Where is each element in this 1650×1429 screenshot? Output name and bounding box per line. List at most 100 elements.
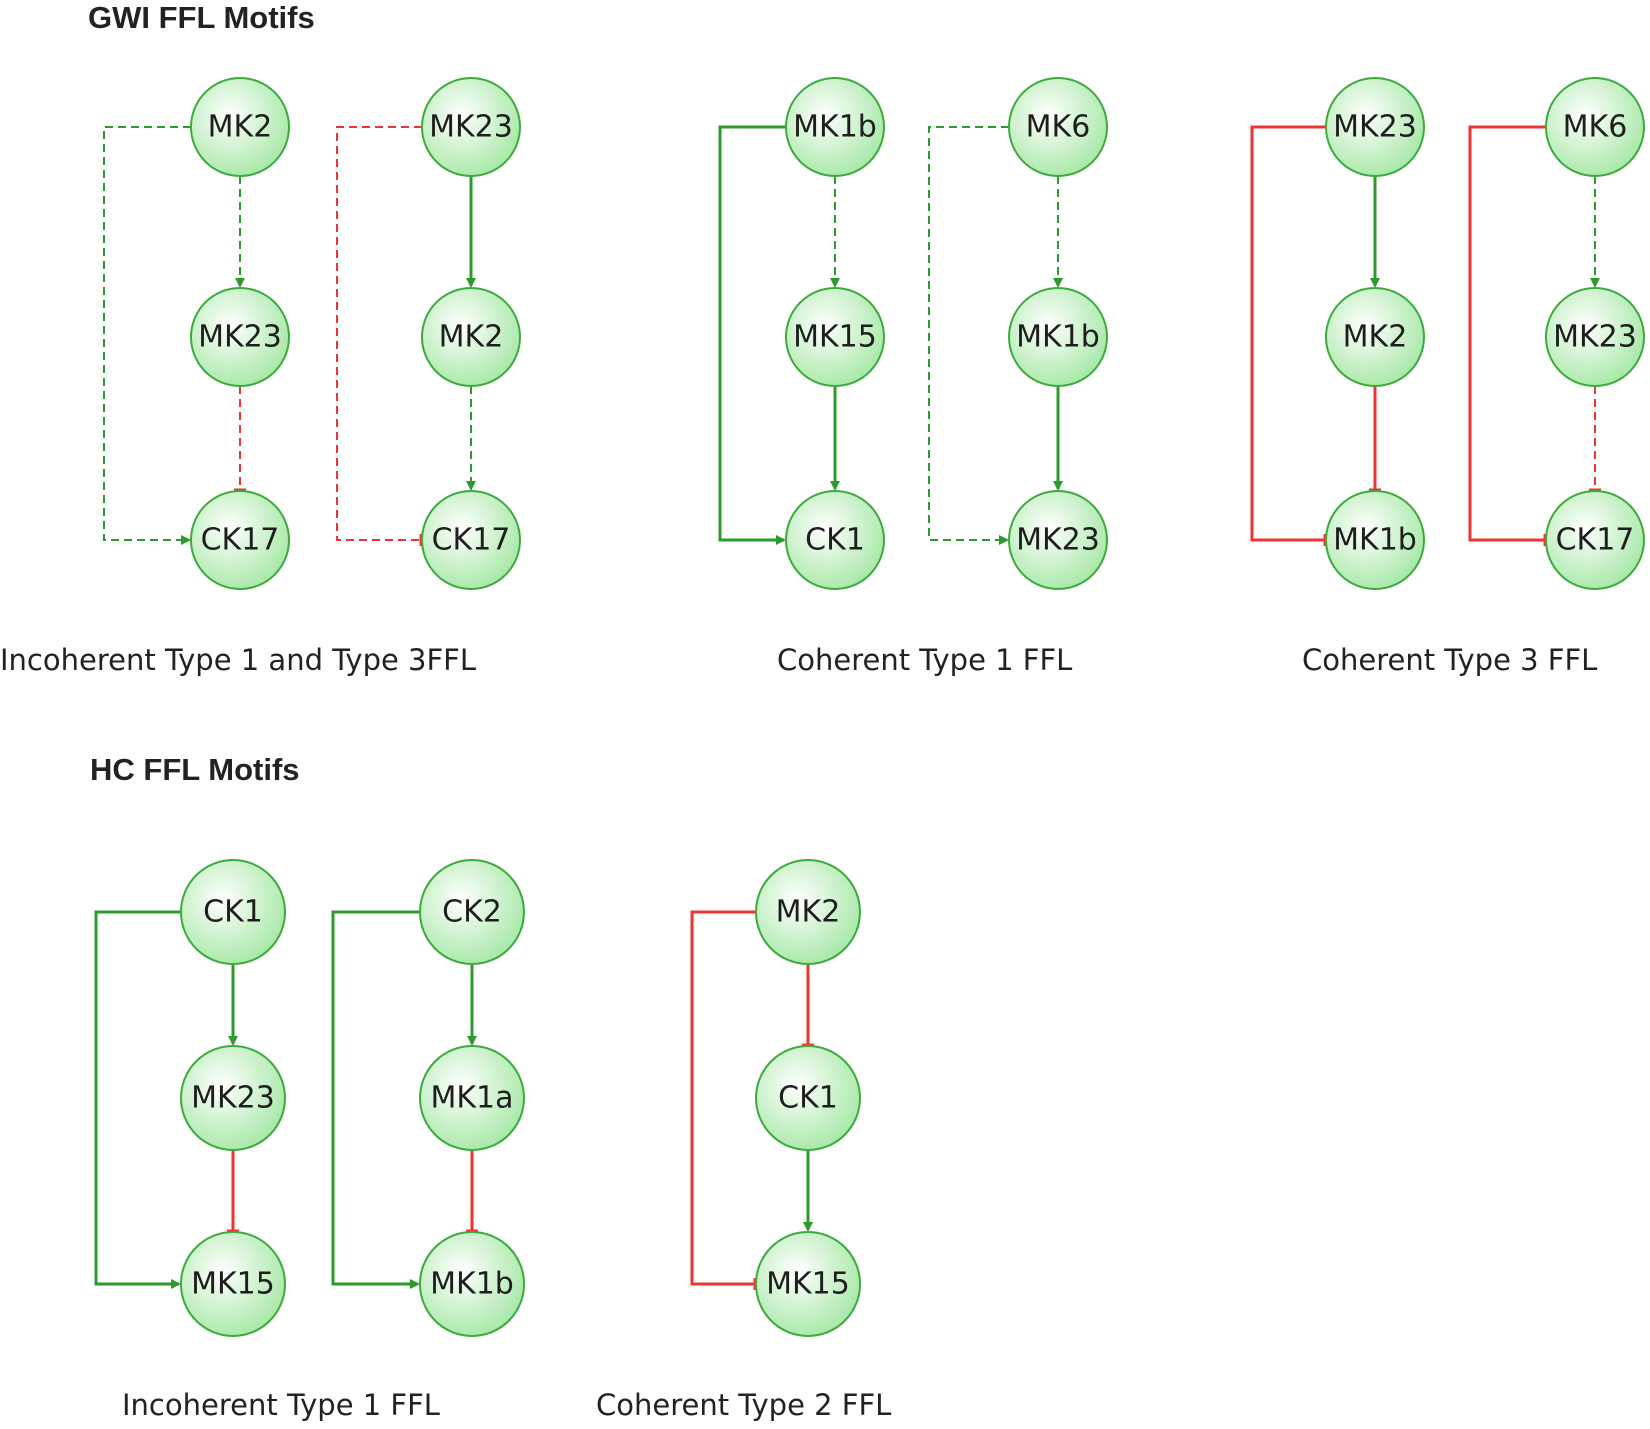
gwi-motif-1-node-2-circle [190, 287, 290, 387]
gwi-motif-4-node-3-label: MK23 [1016, 523, 1100, 558]
gwi-motif-2-node-3: CK17 [421, 490, 521, 590]
hc-motif-1-node-1-label: CK1 [203, 895, 263, 930]
gwi-motif-5-node-1-circle [1325, 77, 1425, 177]
gwi-motif-2-node-2-circle [421, 287, 521, 387]
gwi-motif-4-node-1-circle [1008, 77, 1108, 177]
hc-motif-2-node-1-label: CK2 [442, 895, 502, 930]
gwi-motif-5-node-3-circle [1325, 490, 1425, 590]
hc-motif-1-edge-top-bot [94, 910, 181, 1286]
gwi-motif-3-node-2: MK15 [785, 287, 885, 387]
hc-motif-3 [690, 910, 814, 1290]
gwi-motif-1-edge-top-bot-arrowhead [181, 535, 191, 545]
gwi-motif-2-node-3-circle [421, 490, 521, 590]
gwi-motif-5-node-3-label: MK1b [1333, 523, 1417, 558]
gwi-motif-2 [336, 126, 476, 546]
hc-motif-2-edge-top-bot-arrowhead [410, 1279, 420, 1289]
gwi-motif-4-node-1: MK6 [1008, 77, 1108, 177]
gwi-motif-5-node-2: MK2 [1325, 287, 1425, 387]
gwi-motif-4-edge-top-mid-arrowhead [1053, 278, 1063, 288]
gwi-motif-6-node-3-label: CK17 [1556, 523, 1635, 558]
gwi-motif-6-edge-top-bot [1468, 125, 1546, 542]
gwi-motif-5-node-1: MK23 [1325, 77, 1425, 177]
gwi-motif-4-node-2-circle [1008, 287, 1108, 387]
hc-motif-2 [331, 910, 478, 1289]
hc-motif-1-node-3-label: MK15 [191, 1267, 275, 1302]
gwi-motif-3-edge-mid-bot-arrowhead [830, 481, 840, 491]
hc-motif-1-node-1-circle [180, 859, 286, 965]
caption-hc-coherent-type2: Coherent Type 2 FFL [596, 1388, 891, 1422]
gwi-motif-2-edge-top-mid-arrowhead [466, 278, 476, 288]
hc-motif-3-edge-top-bot [690, 910, 756, 1286]
gwi-motif-6-node-2: MK23 [1545, 287, 1645, 387]
gwi-motif-1-node-1-label: MK2 [208, 110, 273, 145]
gwi-motif-2-node-1: MK23 [421, 77, 521, 177]
edges-layer [94, 125, 1601, 1290]
hc-motif-2-node-3-label: MK1b [430, 1267, 514, 1302]
gwi-motif-4-node-3-circle [1008, 490, 1108, 590]
gwi-motif-1-node-2: MK23 [190, 287, 290, 387]
hc-motif-1-node-1: CK1 [180, 859, 286, 965]
gwi-motif-3-node-1: MK1b [785, 77, 885, 177]
gwi-motif-6-node-2-label: MK23 [1553, 320, 1637, 355]
caption-gwi-coherent-type1: Coherent Type 1 FFL [777, 643, 1072, 677]
gwi-motif-3-node-3-circle [785, 490, 885, 590]
caption-gwi-coherent-type3: Coherent Type 3 FFL [1302, 643, 1597, 677]
gwi-motif-6-node-2-circle [1545, 287, 1645, 387]
hc-section-title: HC FFL Motifs [90, 752, 300, 787]
hc-motif-2-node-1-circle [419, 859, 525, 965]
gwi-motif-5-node-2-circle [1325, 287, 1425, 387]
gwi-motif-2-node-1-label: MK23 [429, 110, 513, 145]
gwi-motif-5-node-2-label: MK2 [1343, 320, 1408, 355]
caption-gwi-incoherent: Incoherent Type 1 and Type 3FFL [0, 643, 476, 677]
gwi-motif-2-edge-mid-bot-arrowhead [466, 481, 476, 491]
gwi-motif-2-node-3-label: CK17 [432, 523, 511, 558]
gwi-motif-6-node-1-label: MK6 [1563, 110, 1628, 145]
hc-motif-3-node-3: MK15 [755, 1231, 861, 1337]
gwi-motif-1-node-3-circle [190, 490, 290, 590]
hc-motif-3-node-2-label: CK1 [778, 1081, 838, 1116]
gwi-motif-4-node-1-label: MK6 [1026, 110, 1091, 145]
hc-motif-3-node-1: MK2 [755, 859, 861, 965]
hc-motif-1-node-3-circle [180, 1231, 286, 1337]
gwi-motif-4-edge-top-bot-arrowhead [999, 535, 1009, 545]
gwi-motif-4 [928, 126, 1063, 545]
hc-motif-2-node-2-circle [419, 1045, 525, 1151]
gwi-motif-3-node-3: CK1 [785, 490, 885, 590]
gwi-motif-5-edge-top-bot [1250, 125, 1326, 542]
gwi-motif-3-edge-top-bot-arrowhead [776, 535, 786, 545]
gwi-motif-4-node-3: MK23 [1008, 490, 1108, 590]
hc-motif-2-node-2-label: MK1a [430, 1081, 513, 1116]
gwi-motif-1-node-3-label: CK17 [201, 523, 280, 558]
gwi-motif-2-node-2: MK2 [421, 287, 521, 387]
hc-motif-2-node-2: MK1a [419, 1045, 525, 1151]
gwi-motif-1-node-3: CK17 [190, 490, 290, 590]
hc-motif-2-node-3-circle [419, 1231, 525, 1337]
gwi-motif-5-node-3: MK1b [1325, 490, 1425, 590]
gwi-motif-5-node-1-label: MK23 [1333, 110, 1417, 145]
gwi-motif-3-node-2-label: MK15 [793, 320, 877, 355]
gwi-motif-6-node-3: CK17 [1545, 490, 1645, 590]
gwi-motif-4-node-2: MK1b [1008, 287, 1108, 387]
gwi-motif-4-edge-top-bot [928, 126, 1009, 541]
hc-motif-2-edge-top-mid-arrowhead [467, 1036, 477, 1046]
gwi-motif-1-node-1: MK2 [190, 77, 290, 177]
hc-motif-3-node-1-circle [755, 859, 861, 965]
gwi-motif-6 [1468, 125, 1601, 546]
gwi-motif-1-node-2-label: MK23 [198, 320, 282, 355]
hc-motif-1-node-2-circle [180, 1045, 286, 1151]
hc-motif-3-edge-mid-bot-arrowhead [803, 1222, 813, 1232]
hc-motif-1-node-3: MK15 [180, 1231, 286, 1337]
gwi-motif-4-edge-mid-bot-arrowhead [1053, 481, 1063, 491]
gwi-motif-2-node-1-circle [421, 77, 521, 177]
hc-motif-1-node-2: MK23 [180, 1045, 286, 1151]
gwi-motif-1 [103, 126, 246, 545]
hc-motif-3-node-1-label: MK2 [776, 895, 841, 930]
gwi-section-title: GWI FFL Motifs [88, 0, 315, 35]
caption-hc-incoherent: Incoherent Type 1 FFL [122, 1388, 440, 1422]
hc-motif-1-node-2-label: MK23 [191, 1081, 275, 1116]
hc-motif-3-node-2-circle [755, 1045, 861, 1151]
gwi-motif-6-node-1-circle [1545, 77, 1645, 177]
gwi-motif-4-node-2-label: MK1b [1016, 320, 1100, 355]
hc-motif-2-edge-top-bot [331, 910, 420, 1286]
hc-motif-2-node-1: CK2 [419, 859, 525, 965]
